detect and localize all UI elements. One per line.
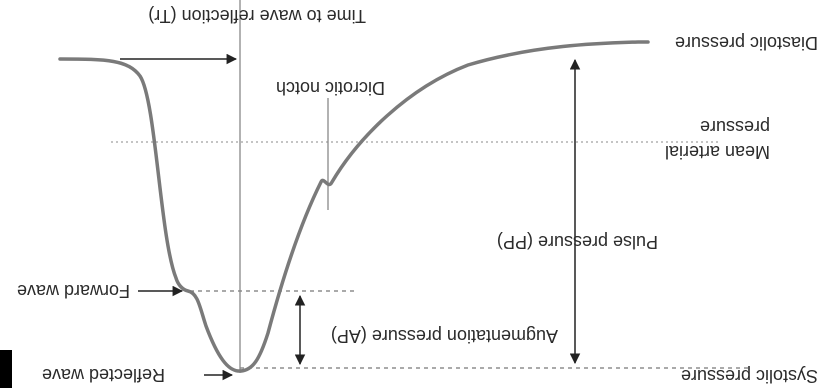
pressure-waveform-curve — [58, 40, 650, 373]
label-time-to-reflection: Time to wave reflection (Tr) — [148, 6, 366, 26]
label-mean-arterial-line1: Mean arterial — [665, 142, 770, 162]
label-systolic-pressure: Systolic pressure — [681, 366, 818, 386]
label-diastolic-pressure: Diastolic pressure — [675, 33, 818, 53]
label-augmentation-pressure: Augmentation pressure (AP) — [331, 326, 558, 346]
label-reflected-wave: Reflected wave — [42, 365, 165, 385]
label-pulse-pressure: Pulse pressure (PP) — [497, 232, 658, 252]
label-dicrotic-notch: Dicrotic notch — [276, 78, 385, 98]
corner-block — [0, 350, 12, 388]
rotated-diagram-group: Time to wave reflection (Tr) Diastolic p… — [17, 0, 818, 386]
label-forward-wave: Forward wave — [17, 281, 130, 301]
label-mean-arterial-line2: pressure — [700, 117, 770, 137]
